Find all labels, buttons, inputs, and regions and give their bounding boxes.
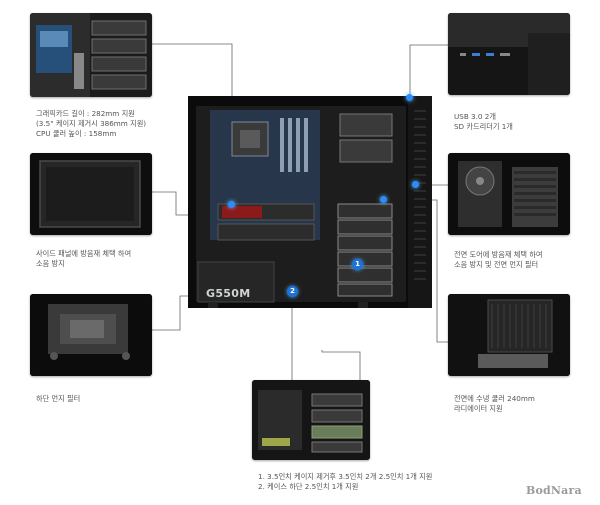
bottom-filter-photo [30, 294, 152, 376]
drive-cage-marker-2: 2 [287, 286, 298, 297]
radiator-caption: 전면에 수냉 쿨러 240mm 라디에이터 지원 [454, 394, 535, 413]
front-door-photo [448, 153, 570, 235]
drive-cage-marker-1: 1 [352, 259, 363, 270]
hotspot-dot [412, 181, 419, 188]
drive-cage-caption: 1. 3.5인치 케이지 제거후 3.5인치 2개 2.5인치 1개 지원 2.… [258, 472, 433, 491]
bottom-filter-caption: 하단 먼지 필터 [36, 394, 81, 403]
drive-cage-photo [252, 380, 370, 460]
front-door-caption: 전면 도어에 방음재 체택 하여 소음 방지 및 전면 먼지 필터 [454, 250, 543, 269]
usb-caption: USB 3.0 2개 SD 카드리더기 1개 [454, 112, 513, 131]
bodnara-logo: BodNara [526, 484, 582, 497]
front-io-photo [448, 13, 570, 95]
side-panel-caption: 사이드 패널에 방음재 체택 하여 소음 방지 [36, 249, 132, 268]
case-body [188, 96, 432, 308]
radiator-photo [448, 294, 570, 376]
side-panel-photo [30, 153, 152, 235]
gpu-caption: 그래픽카드 길이 : 282mm 지원 (3.5" 케이지 제거시 386mm … [36, 109, 147, 138]
hotspot-dot [406, 94, 413, 101]
hotspot-dot [228, 201, 235, 208]
psu-label: G550M [206, 287, 251, 300]
hotspot-dot [380, 196, 387, 203]
gpu-length-photo [30, 13, 152, 97]
